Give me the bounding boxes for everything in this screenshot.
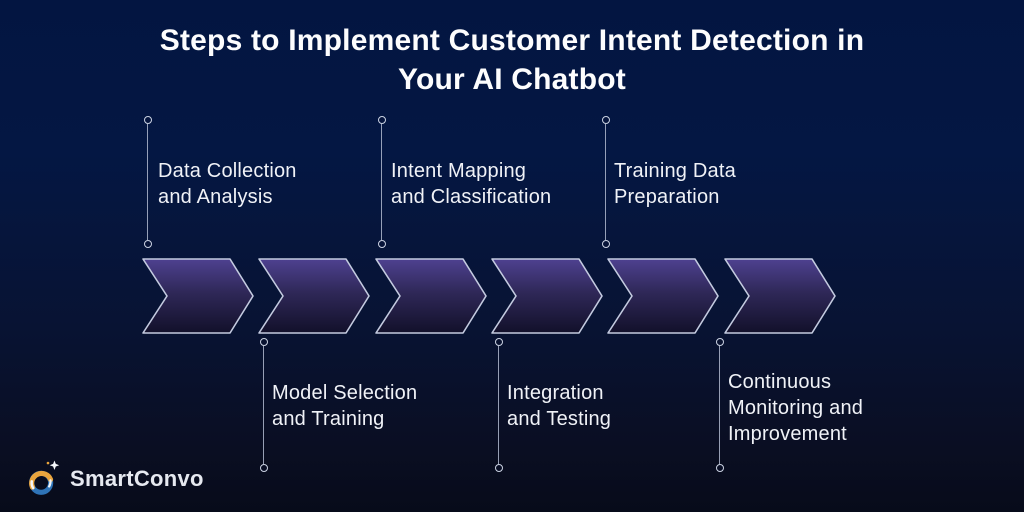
connector-dot [143,116,152,124]
connector-line [146,124,149,240]
connector-dot [494,464,503,472]
connector-dot [715,464,724,472]
connector-dot [143,240,152,248]
connector-dot [601,116,610,124]
connector-dot [259,464,268,472]
chevron-step-5 [607,258,719,334]
connector-step-6 [715,338,724,472]
sparkle-star-icon [49,460,60,470]
connector-line [604,124,607,240]
connector-line [497,346,500,464]
connector-dot [494,338,503,346]
connector-dot [715,338,724,346]
connector-dot [601,240,610,248]
smartconvo-swirl-icon [29,460,60,495]
step-label-5: Training Data Preparation [614,160,736,208]
chevron-step-4 [491,258,603,334]
connector-step-3 [377,116,386,248]
connector-line [380,124,383,240]
brand-logo: SmartConvo [25,459,204,499]
connector-line [718,346,721,464]
connector-line [262,346,265,464]
connector-dot [377,116,386,124]
step-label-1: Data Collection and Analysis [158,160,297,208]
connector-dot [259,338,268,346]
connector-step-5 [601,116,610,248]
chevron-step-3 [375,258,487,334]
brand-name: SmartConvo [70,466,204,491]
step-label-3: Intent Mapping and Classification [391,160,552,208]
connector-step-4 [494,338,503,472]
chevron-step-2 [258,258,370,334]
connector-step-2 [259,338,268,472]
connector-dot [377,240,386,248]
chevron-step-1 [142,258,254,334]
step-label-2: Model Selection and Training [272,382,418,430]
chevron-step-6 [724,258,836,334]
step-label-6: Continuous Monitoring and Improvement [728,371,864,445]
sparkle-dot-icon [46,461,50,465]
connector-step-1 [143,116,152,248]
step-label-4: Integration and Testing [507,382,612,430]
page-title: Steps to Implement Customer Intent Detec… [159,24,865,96]
